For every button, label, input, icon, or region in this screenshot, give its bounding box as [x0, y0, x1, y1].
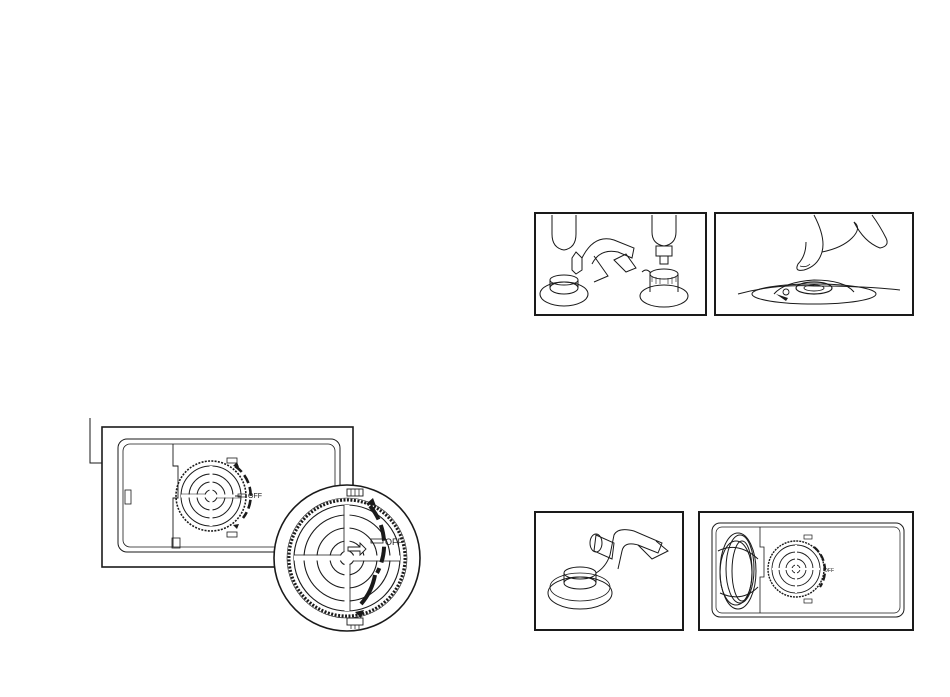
cap-placement-figure: [534, 212, 707, 316]
cap-closed-figure: [534, 511, 684, 631]
photo-dial-off-label: OFF: [824, 568, 834, 574]
compartment-dial-drawing: OFF: [85, 418, 425, 648]
compartment-dial-illustration: OFF: [85, 418, 425, 648]
large-dial-off-label: OFF: [385, 537, 403, 547]
compartment-cable-figure: OFF: [698, 511, 914, 631]
cap-closed-drawing: [534, 511, 684, 631]
finger-press-drawing: [714, 212, 914, 316]
compartment-cable-drawing: OFF: [698, 511, 914, 631]
cap-placement-drawing: [534, 212, 707, 316]
small-dial-off-label: OFF: [248, 493, 262, 500]
magnified-dial-inset: [274, 485, 420, 631]
finger-press-figure: [714, 212, 914, 316]
